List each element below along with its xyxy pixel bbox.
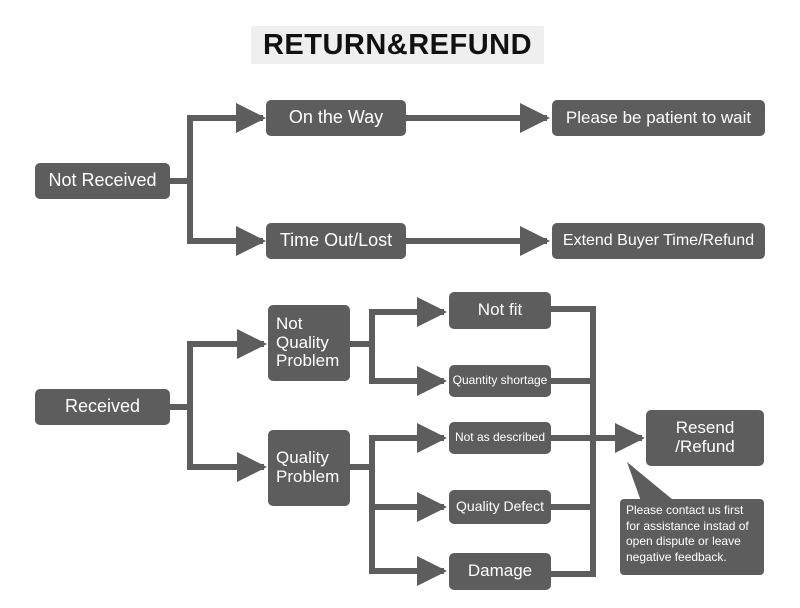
node-label: Received: [64, 396, 141, 417]
node-not-quality-problem: Not Quality Problem: [268, 305, 350, 381]
node-time-out-lost: Time Out/Lost: [266, 223, 406, 259]
node-label: Not as described: [454, 430, 546, 445]
node-on-the-way: On the Way: [266, 100, 406, 136]
node-label: Not fit: [477, 300, 523, 320]
node-label: Time Out/Lost: [279, 230, 393, 251]
node-quality-problem: Quality Problem: [268, 430, 350, 506]
contact-note-text: Please contact us first for assistance i…: [626, 503, 749, 564]
edge-collector: [551, 306, 596, 577]
edge-received-trunk: [170, 341, 193, 470]
title-banner: RETURN&REFUND: [251, 26, 544, 64]
node-quality-defect: Quality Defect: [449, 490, 551, 524]
node-resend-refund: Resend /Refund: [646, 410, 764, 466]
edge-notreceived-trunk: [170, 115, 193, 244]
page-title: RETURN&REFUND: [262, 28, 533, 61]
edge-qp-trunk: [350, 435, 375, 574]
node-please-wait: Please be patient to wait: [552, 100, 765, 136]
node-label: Not Received: [48, 170, 157, 191]
node-label: Quality Problem: [276, 448, 340, 486]
node-extend-refund: Extend Buyer Time/Refund: [552, 223, 765, 259]
node-label: Quantity shortage: [452, 373, 548, 388]
node-received: Received: [35, 389, 170, 425]
node-label: Extend Buyer Time/Refund: [562, 232, 755, 250]
node-label: Please be patient to wait: [565, 107, 752, 127]
node-damage: Damage: [449, 553, 551, 590]
node-label: Resend /Refund: [675, 418, 735, 456]
node-not-received: Not Received: [35, 163, 170, 199]
node-quantity-shortage: Quantity shortage: [449, 365, 551, 397]
node-label: Damage: [467, 561, 533, 581]
node-label: Quality Defect: [456, 498, 544, 515]
node-not-as-described: Not as described: [449, 422, 551, 454]
contact-note: Please contact us first for assistance i…: [620, 499, 764, 575]
node-label: Not Quality Problem: [276, 313, 340, 371]
node-not-fit: Not fit: [449, 292, 551, 329]
edge-nqp-trunk: [350, 309, 375, 384]
callout-pointer: [627, 462, 678, 504]
node-label: On the Way: [288, 107, 384, 128]
